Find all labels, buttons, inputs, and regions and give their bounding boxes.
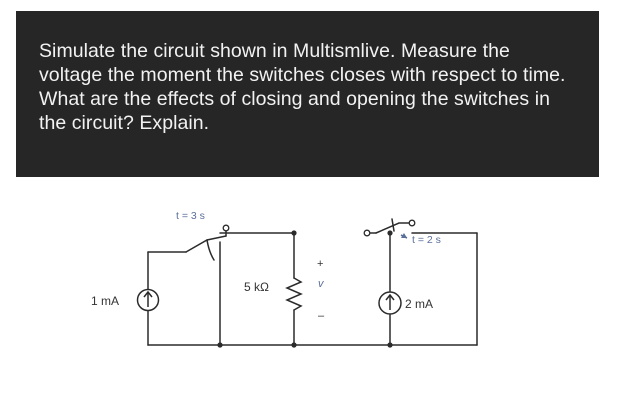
voltage-plus: + xyxy=(317,258,323,270)
junction-dot xyxy=(387,230,393,236)
switch-contact xyxy=(222,224,230,232)
resistor-label: 5 kΩ xyxy=(244,280,269,294)
switch-right-contact xyxy=(391,218,395,232)
voltage-label: v xyxy=(318,278,325,290)
current-source-left-label: 1 mA xyxy=(91,294,119,308)
junction-dot xyxy=(217,342,223,348)
switch-contacts xyxy=(222,219,416,237)
switch-right-blade xyxy=(375,222,413,234)
switch-left-actuator xyxy=(206,239,215,261)
switch-left-label: t = 3 s xyxy=(176,210,205,222)
switch-contact xyxy=(408,219,416,227)
current-source-right xyxy=(378,291,402,315)
voltage-minus: – xyxy=(318,310,325,322)
current-source-left xyxy=(136,288,160,312)
switch-right-label: t = 2 s xyxy=(412,234,441,246)
junction-dot xyxy=(291,342,297,348)
arrow-icon xyxy=(401,233,407,238)
junction-dot xyxy=(291,230,297,236)
junction-dots xyxy=(217,230,393,348)
switch-contact xyxy=(363,229,371,237)
resistor-zigzag xyxy=(285,277,303,311)
current-source-right-label: 2 mA xyxy=(405,297,433,311)
junction-dot xyxy=(387,342,393,348)
question-text: Simulate the circuit shown in Multismliv… xyxy=(39,40,566,134)
question-card: Simulate the circuit shown in Multismliv… xyxy=(16,11,599,177)
